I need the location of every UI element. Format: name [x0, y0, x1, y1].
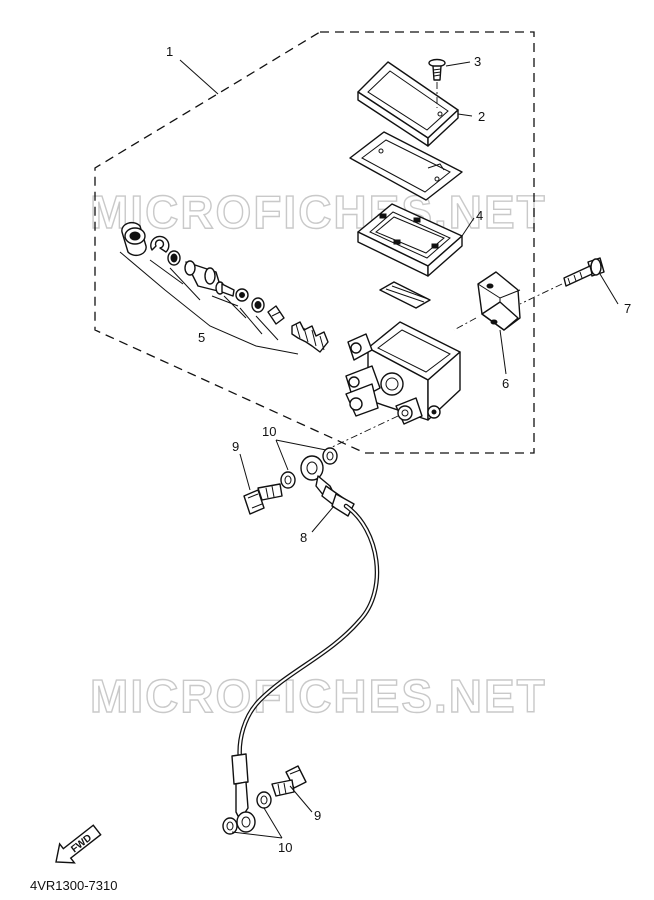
copper-washer-upper-b[interactable] — [322, 447, 338, 465]
callout-1: 1 — [166, 44, 173, 59]
banjo-bolt-lower[interactable] — [271, 765, 307, 797]
lever-holder-part-6[interactable] — [477, 271, 521, 331]
piston-oring[interactable] — [167, 250, 181, 266]
callout-8: 8 — [300, 530, 307, 545]
piston-spring-cup[interactable] — [251, 297, 265, 313]
copper-washer-upper-a[interactable] — [280, 471, 296, 489]
piston-cup-washer[interactable] — [235, 288, 249, 302]
leader-part-5 — [119, 251, 299, 355]
callout-7: 7 — [624, 301, 631, 316]
callout-6: 6 — [502, 376, 509, 391]
callout-9-upper: 9 — [232, 439, 239, 454]
hose-fitting-lower[interactable] — [231, 753, 256, 833]
piston[interactable] — [184, 260, 235, 297]
banjo-bolt-upper[interactable] — [243, 483, 283, 515]
assembly-boundary — [94, 31, 535, 454]
protector-plate[interactable] — [379, 281, 431, 309]
callout-5: 5 — [198, 330, 205, 345]
diagram-code: 4VR1300-7310 — [30, 878, 117, 893]
fwd-arrow-icon: FWD — [55, 824, 102, 864]
callout-2: 2 — [478, 109, 485, 124]
diaphragm-plate-part-4[interactable] — [357, 203, 463, 277]
circlip[interactable] — [150, 235, 170, 253]
leader-lines — [179, 59, 619, 839]
reservoir-cap-part-2[interactable] — [357, 61, 459, 147]
master-cylinder-body[interactable] — [345, 321, 461, 425]
spring-retainer[interactable] — [267, 305, 285, 325]
copper-washer-lower-b[interactable] — [256, 791, 272, 809]
callout-3: 3 — [474, 54, 481, 69]
return-spring[interactable] — [291, 321, 329, 353]
watermark-top: MICROFICHES.NET — [90, 186, 547, 238]
diaphragm-gasket[interactable] — [349, 131, 463, 201]
holder-bolt-part-7[interactable] — [563, 257, 605, 287]
callout-10-lower: 10 — [278, 840, 292, 855]
piston-cup-boot[interactable] — [121, 221, 147, 257]
banjo-axis — [329, 415, 399, 449]
callout-4: 4 — [476, 208, 483, 223]
screw-part-3[interactable] — [428, 58, 446, 81]
callout-10-upper: 10 — [262, 424, 276, 439]
bolt-axis — [453, 283, 563, 331]
copper-washer-lower-a[interactable] — [222, 817, 238, 835]
watermark-bottom: MICROFICHES.NET — [90, 670, 547, 722]
brake-hose-inner — [238, 505, 378, 761]
callout-9-lower: 9 — [314, 808, 321, 823]
